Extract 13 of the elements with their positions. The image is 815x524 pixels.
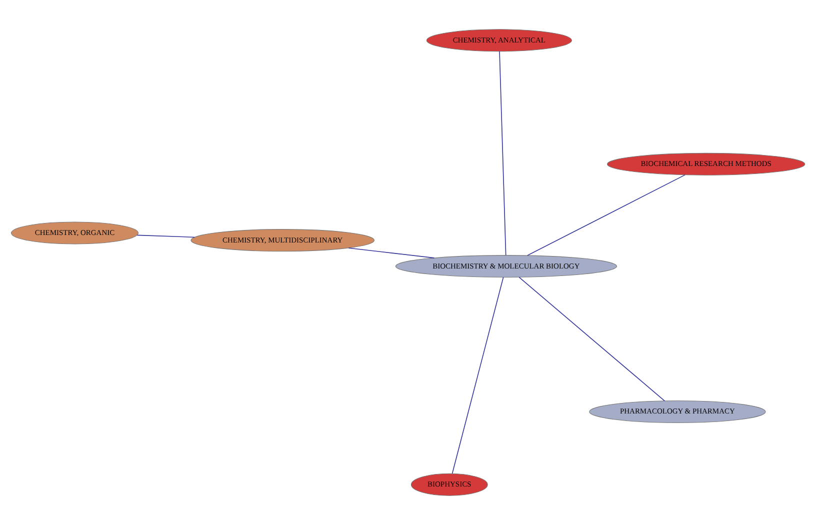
connector [518, 276, 665, 401]
connector [136, 234, 194, 238]
node-ellipse: CHEMISTRY, ORGANIC [10, 221, 138, 244]
node-ellipse: BIOCHEMICAL RESEARCH METHODS [606, 152, 805, 175]
node-ellipse: BIOPHYSICS [410, 472, 488, 496]
node-ellipse: CHEMISTRY, ANALYTICAL [426, 28, 572, 52]
node-ellipse: CHEMISTRY, MULTIDISCIPLINARY [190, 228, 374, 252]
connector [526, 174, 685, 256]
node-ellipse: BIOCHEMISTRY & MOLECULAR BIOLOGY [394, 254, 616, 278]
connector [451, 276, 504, 474]
connector [498, 50, 506, 256]
node-ellipse: PHARMACOLOGY & PHARMACY [588, 400, 766, 422]
connector [348, 247, 434, 258]
